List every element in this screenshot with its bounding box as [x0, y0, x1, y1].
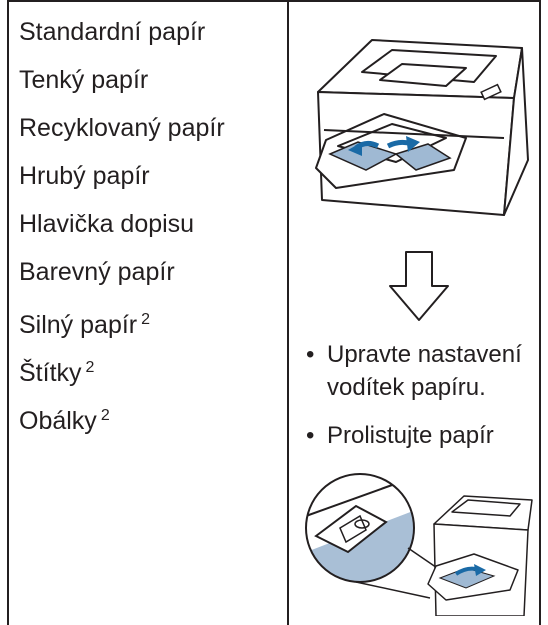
table-middle-divider [287, 0, 289, 625]
paper-type-label: Silný papír [19, 311, 138, 339]
table-top-border [7, 0, 541, 2]
paper-type-label: Hrubý papír [19, 162, 150, 190]
paper-type-label: Tenký papír [19, 66, 149, 94]
paper-type-item: Recyklovaný papír [19, 110, 225, 158]
printer-tray-illustration [315, 39, 529, 216]
bullet-marker: • [306, 341, 315, 368]
instruction-item: • Prolistujte papír [302, 419, 542, 452]
paper-type-item: Tenký papír [19, 62, 225, 110]
instruction-list: • Upravte nastavení vodítek papíru. • Prol… [302, 338, 542, 467]
paper-type-label: Barevný papír [19, 258, 175, 286]
paper-type-item: Hrubý papír [19, 158, 225, 206]
paper-type-label: Obálky [19, 407, 97, 435]
bullet-marker: • [306, 422, 315, 449]
paper-type-item: Hlavička dopisu [19, 206, 225, 254]
paper-type-label: Recyklovaný papír [19, 114, 225, 142]
paper-type-item: Standardní papír [19, 14, 225, 62]
down-arrow-icon [389, 251, 449, 321]
instruction-text: Upravte nastavení vodítek papíru. [327, 341, 522, 401]
footnote-marker: 2 [100, 407, 110, 424]
paper-type-label: Standardní papír [19, 18, 206, 46]
paper-type-label: Hlavička dopisu [19, 210, 195, 238]
paper-type-item: Barevný papír [19, 254, 225, 302]
paper-type-list: Standardní papír Tenký papír Recyklovaný… [19, 14, 225, 446]
paper-guide-illustration [305, 473, 533, 616]
table-left-border [7, 0, 9, 625]
instruction-text: Prolistujte papír [327, 422, 494, 449]
footnote-marker: 2 [85, 359, 95, 376]
footnote-marker: 2 [141, 311, 151, 328]
table-right-border [539, 0, 541, 625]
instruction-item: • Upravte nastavení vodítek papíru. [302, 338, 542, 404]
paper-type-label: Štítky [19, 359, 82, 387]
